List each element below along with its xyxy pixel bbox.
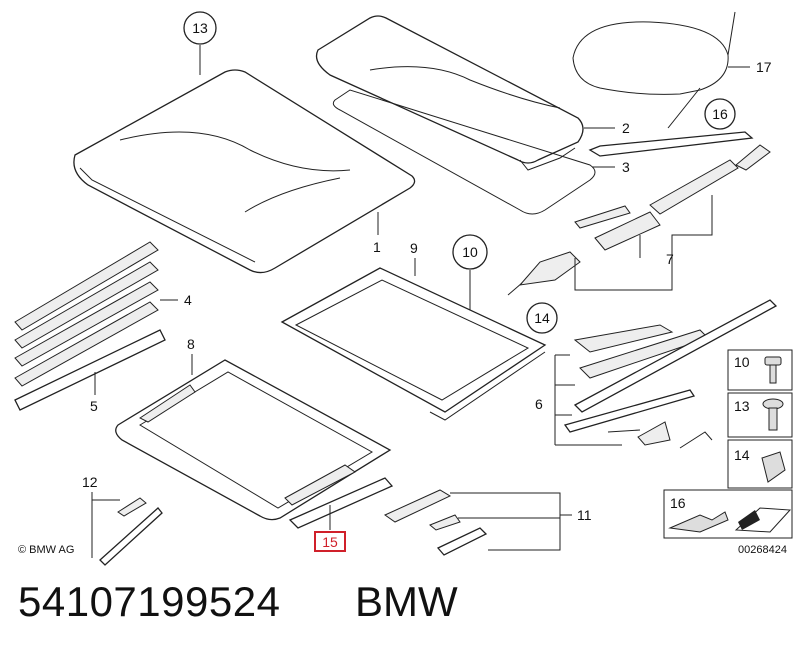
adhesive-tape-icon — [668, 507, 792, 533]
rear-glass-part — [315, 15, 596, 215]
callout-8: 8 — [187, 336, 195, 352]
image-code: 00268424 — [738, 544, 787, 556]
frame-part — [280, 267, 547, 421]
glass-panel-part — [73, 69, 416, 274]
leader-11 — [450, 492, 572, 551]
drive-mechanism-part — [507, 131, 771, 296]
callout-circle-10 — [452, 234, 488, 270]
clip-set-part — [383, 489, 488, 556]
callout-7: 7 — [666, 251, 674, 267]
guide-rail-part-15 — [288, 477, 394, 529]
callout-4: 4 — [184, 292, 192, 308]
callout-17: 17 — [756, 59, 772, 75]
legend-label-16: 16 — [670, 495, 686, 511]
callout-6: 6 — [535, 396, 543, 412]
callout-circle-13 — [183, 11, 217, 45]
trim-strip-part — [99, 497, 163, 566]
legend-label-10: 10 — [734, 354, 750, 370]
leader-12 — [91, 492, 120, 558]
callout-circle-16 — [704, 98, 736, 130]
expanding-rivet-icon — [762, 398, 784, 431]
exploded-parts-diagram: 13 1 2 3 17 16 7 9 10 14 — [14, 11, 793, 566]
callout-2: 2 — [622, 120, 630, 136]
part-number: 54107199524 — [18, 578, 281, 625]
copyright-text: © BMW AG — [18, 544, 74, 556]
callout-9: 9 — [410, 240, 418, 256]
callout-14: 14 — [534, 310, 550, 326]
legend-cell-10 — [727, 349, 793, 391]
callout-13: 13 — [192, 20, 208, 36]
screw-icon — [764, 356, 782, 384]
highlight-box-15 — [314, 531, 346, 552]
sunshade-part — [115, 359, 392, 521]
legend-label-14: 14 — [734, 447, 750, 463]
callout-16: 16 — [712, 106, 728, 122]
callout-circle-14 — [526, 302, 558, 334]
brand-name: BMW — [355, 578, 458, 625]
callout-3: 3 — [622, 159, 630, 175]
clip-icon — [761, 451, 786, 483]
callout-12: 12 — [82, 474, 98, 490]
legend-label-13: 13 — [734, 398, 750, 414]
leader-7 — [574, 195, 713, 291]
callout-10: 10 — [462, 244, 478, 260]
footer: 54107199524 BMW — [0, 578, 799, 670]
rail-set-part — [563, 299, 778, 449]
callout-5: 5 — [90, 398, 98, 414]
slats-part — [14, 241, 166, 411]
legend-cell-13 — [727, 392, 793, 438]
callout-1: 1 — [373, 239, 381, 255]
fastener-legend: 10 13 14 16 — [663, 349, 793, 539]
cable-part — [572, 11, 736, 129]
callout-15: 15 — [322, 534, 338, 550]
callout-11: 11 — [577, 507, 592, 523]
leader-6 — [554, 354, 622, 446]
